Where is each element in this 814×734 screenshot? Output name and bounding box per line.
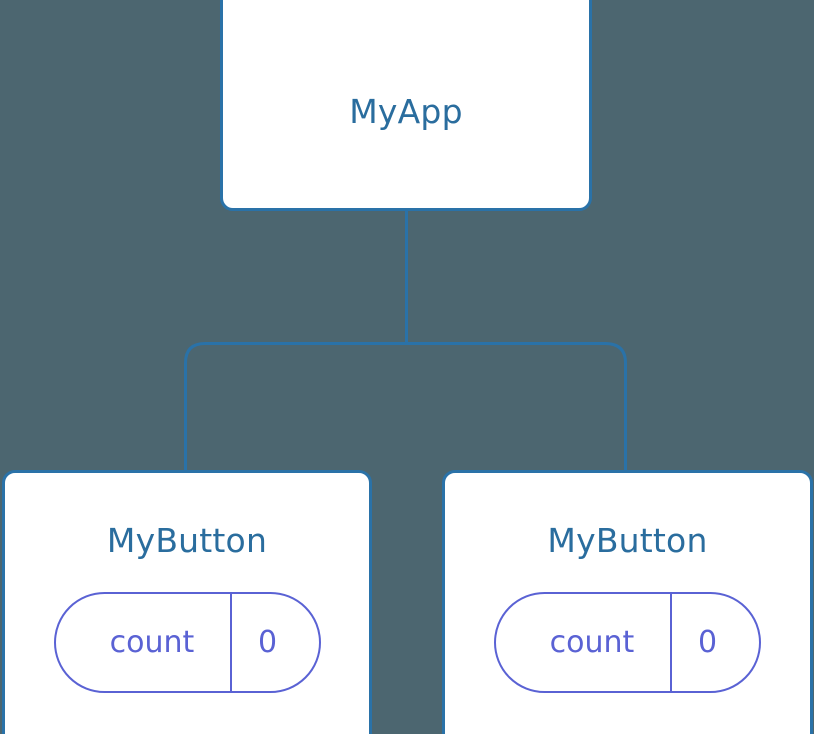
node-myapp-label: MyApp: [349, 92, 463, 131]
state-key-label-2: count: [496, 594, 672, 691]
node-mybutton-2-label: MyButton: [547, 521, 708, 560]
state-pill-count-1[interactable]: count 0: [54, 592, 321, 693]
node-mybutton-1-label: MyButton: [106, 521, 268, 560]
state-value-label-2: 0: [697, 624, 718, 660]
edge-to-child-left: [184, 342, 407, 470]
node-mybutton-1[interactable]: MyButton count 0: [2, 470, 372, 734]
state-value-label-1: 0: [257, 624, 278, 660]
edge-to-child-right: [406, 342, 627, 470]
state-key-label-1: count: [56, 594, 232, 691]
node-mybutton-2[interactable]: MyButton count 0: [442, 470, 813, 734]
state-pill-count-2[interactable]: count 0: [494, 592, 761, 693]
node-myapp[interactable]: MyApp: [220, 0, 592, 211]
